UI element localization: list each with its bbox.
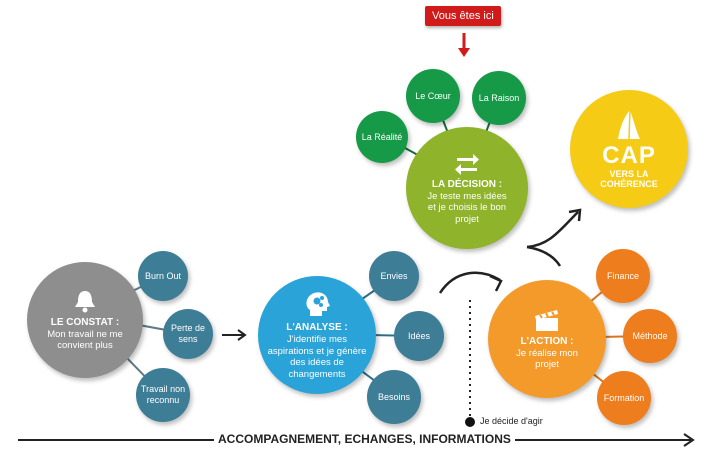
decision-circle: LA DÉCISION : Je teste mes idées et je c…: [406, 127, 528, 249]
constat-satellite-2: Perte de sens: [163, 309, 213, 359]
bell-icon: [75, 290, 95, 312]
analyse-satellite-2: Idées: [394, 311, 444, 361]
decision-satellite-3: La Raison: [472, 71, 526, 125]
cap-title: CAP: [602, 142, 656, 169]
action-satellite-2: Méthode: [623, 309, 677, 363]
action-satellite-1: Finance: [596, 249, 650, 303]
decision-text: Je teste mes idées et je choisis le bon …: [427, 190, 507, 225]
constat-satellite-1: Burn Out: [138, 251, 188, 301]
action-circle: L'ACTION : Je réalise mon projet: [488, 280, 606, 398]
action-text: Je réalise mon projet: [516, 347, 578, 371]
decide-label: Je décide d'agir: [480, 416, 543, 426]
analyse-text: J'identifie mes aspirations et je génère…: [267, 334, 367, 380]
decision-title: LA DÉCISION :: [431, 178, 503, 190]
analyse-circle: L'ANALYSE : J'identifie mes aspirations …: [258, 276, 376, 394]
action-title: L'ACTION :: [520, 335, 574, 347]
constat-circle: LE CONSTAT : Mon travail ne me convient …: [27, 262, 143, 378]
swap-arrows-icon: [455, 153, 479, 175]
bottom-label: ACCOMPAGNEMENT, ECHANGES, INFORMATIONS: [214, 432, 515, 446]
you-are-here-tag: Vous êtes ici: [425, 6, 501, 26]
analyse-title: L'ANALYSE :: [286, 322, 348, 333]
clapperboard-icon: [535, 309, 558, 331]
analyse-satellite-3: Besoins: [367, 370, 421, 424]
decision-satellite-1: La Réalité: [356, 111, 408, 163]
cap-subtitle: VERS LA COHÉRENCE: [600, 169, 658, 189]
sail-icon: [618, 109, 640, 140]
head-gears-icon: [306, 292, 330, 316]
constat-satellite-3: Travail non reconnu: [136, 368, 190, 422]
analyse-satellite-1: Envies: [369, 251, 419, 301]
constat-text: Mon travail ne me convient plus: [47, 328, 123, 352]
cap-circle: CAP VERS LA COHÉRENCE: [570, 90, 688, 208]
decision-satellite-2: Le Cœur: [406, 69, 460, 123]
constat-title: LE CONSTAT :: [50, 316, 120, 328]
action-satellite-3: Formation: [597, 371, 651, 425]
